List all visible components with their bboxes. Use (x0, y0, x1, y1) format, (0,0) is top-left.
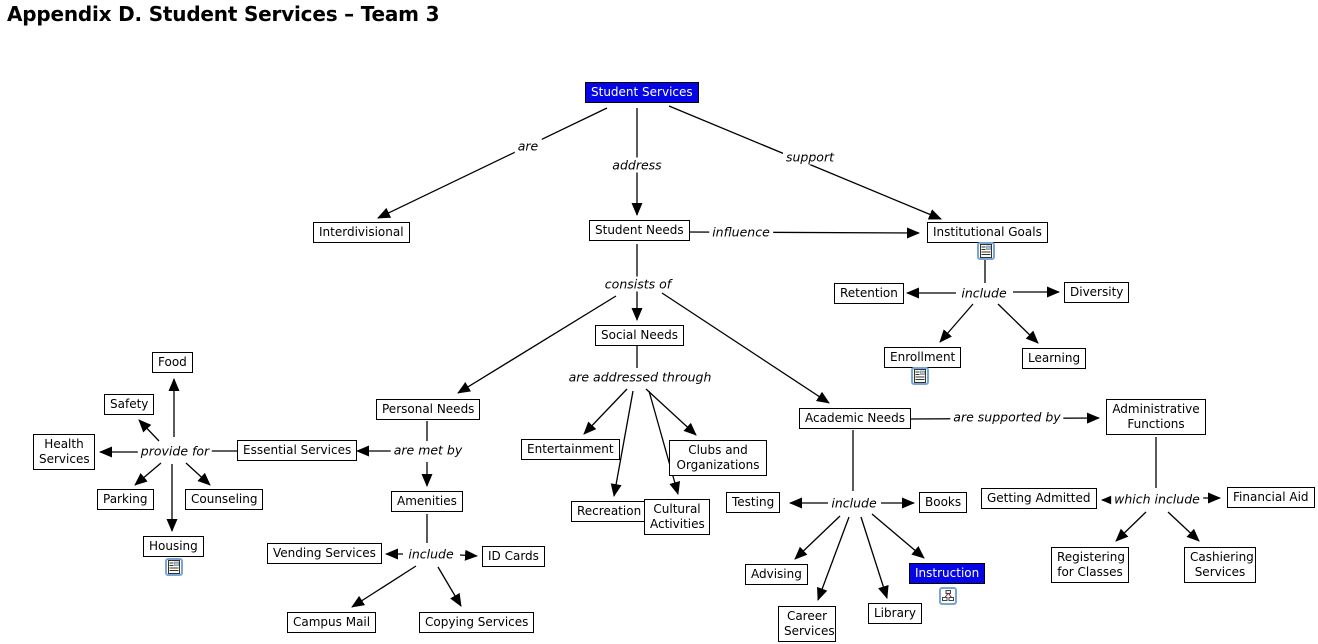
phrase-are-addressed-through[interactable]: are addressed through (565, 369, 715, 385)
node-getting-admitted[interactable]: Getting Admitted (981, 488, 1097, 509)
edge-academic-include-library (860, 516, 889, 599)
resource-document-icon[interactable] (165, 558, 183, 576)
edge-academic-include-instruction (871, 513, 925, 559)
node-student-services[interactable]: Student Services (585, 82, 699, 103)
node-administrative-functions[interactable]: Administrative Functions (1106, 399, 1206, 435)
phrase-influence[interactable]: influence (709, 224, 773, 240)
node-copying-services[interactable]: Copying Services (419, 612, 535, 633)
node-student-needs[interactable]: Student Needs (589, 220, 690, 241)
phrase-goals-include[interactable]: include (958, 285, 1010, 301)
node-career-services[interactable]: Career Services (778, 606, 836, 642)
phrase-are[interactable]: are (514, 138, 542, 154)
node-academic-needs[interactable]: Academic Needs (799, 408, 911, 429)
phrase-amenities-include[interactable]: include (405, 546, 457, 562)
edge-addressed-recreation (610, 390, 634, 497)
node-counseling[interactable]: Counseling (185, 489, 264, 510)
document-glyph (168, 560, 180, 574)
node-recreation[interactable]: Recreation (571, 501, 648, 522)
edge-goals-include-enrollment (939, 303, 974, 343)
linked-concept-map-icon[interactable] (939, 587, 957, 605)
node-books[interactable]: Books (919, 492, 968, 513)
edge-addressed-entertainment (583, 388, 628, 435)
node-testing[interactable]: Testing (726, 492, 781, 513)
edge-provide-parking (134, 462, 162, 486)
node-library[interactable]: Library (868, 603, 922, 624)
phrase-are-supported-by[interactable]: are supported by (950, 409, 1064, 425)
node-safety[interactable]: Safety (104, 394, 155, 415)
edge-amenities-include-id-cards (459, 549, 478, 561)
node-personal-needs[interactable]: Personal Needs (376, 399, 481, 420)
edge-amenities-include-copying (437, 566, 462, 607)
phrase-are-met-by[interactable]: are met by (390, 442, 466, 458)
edge-student-services-interdivisional (377, 107, 608, 219)
edge-academic-include-advising (794, 515, 841, 560)
node-id-cards[interactable]: ID Cards (482, 546, 545, 567)
node-social-needs[interactable]: Social Needs (595, 325, 685, 346)
node-financial-aid[interactable]: Financial Aid (1227, 487, 1315, 508)
phrase-consists-of[interactable]: consists of (601, 276, 675, 292)
node-learning[interactable]: Learning (1022, 348, 1087, 369)
phrase-provide-for[interactable]: provide for (137, 443, 213, 459)
document-glyph (914, 369, 926, 383)
edge-consists-of-personal-needs (457, 295, 617, 394)
node-housing[interactable]: Housing (143, 536, 204, 557)
node-health-services[interactable]: Health Services (33, 434, 95, 470)
node-entertainment[interactable]: Entertainment (521, 439, 620, 460)
edge-which-include-cashiering (1167, 511, 1200, 542)
edge-academic-include-career (817, 516, 850, 601)
node-vending-services[interactable]: Vending Services (267, 543, 382, 564)
edge-addressed-clubs (645, 388, 697, 436)
edge-goals-include-learning (997, 303, 1039, 344)
edge-addressed-cultural (648, 390, 681, 495)
node-amenities[interactable]: Amenities (391, 491, 463, 512)
node-campus-mail[interactable]: Campus Mail (287, 612, 377, 633)
phrase-address[interactable]: address (609, 157, 665, 173)
node-clubs-and-organizations[interactable]: Clubs and Organizations (669, 440, 767, 476)
node-diversity[interactable]: Diversity (1064, 282, 1130, 303)
node-interdivisional[interactable]: Interdivisional (313, 222, 410, 243)
node-institutional-goals[interactable]: Institutional Goals (927, 222, 1048, 243)
edge-which-include-registering (1115, 511, 1147, 542)
node-parking[interactable]: Parking (97, 489, 154, 510)
page-title: Appendix D. Student Services – Team 3 (7, 2, 440, 26)
node-instruction[interactable]: Instruction (909, 563, 986, 584)
resource-document-icon[interactable] (911, 367, 929, 385)
node-cultural-activities[interactable]: Cultural Activities (644, 499, 710, 535)
node-essential-services[interactable]: Essential Services (237, 440, 358, 461)
node-food[interactable]: Food (152, 352, 193, 373)
node-enrollment[interactable]: Enrollment (884, 347, 962, 368)
node-retention[interactable]: Retention (834, 283, 904, 304)
phrase-support[interactable]: support (783, 149, 837, 165)
edge-provide-safety (138, 419, 160, 442)
node-registering-for-classes[interactable]: Registering for Classes (1051, 547, 1129, 583)
resource-document-icon[interactable] (977, 242, 995, 260)
concept-map-glyph (942, 590, 954, 601)
document-glyph (980, 244, 992, 258)
edge-consists-of-academic-needs (661, 292, 830, 404)
node-advising[interactable]: Advising (745, 564, 808, 585)
phrase-academic-include[interactable]: include (828, 495, 880, 511)
edge-amenities-include-campus-mail (351, 565, 417, 608)
node-cashiering-services[interactable]: Cashiering Services (1184, 547, 1256, 583)
phrase-which-include[interactable]: which include (1111, 491, 1203, 507)
edge-provide-counseling (185, 462, 211, 486)
